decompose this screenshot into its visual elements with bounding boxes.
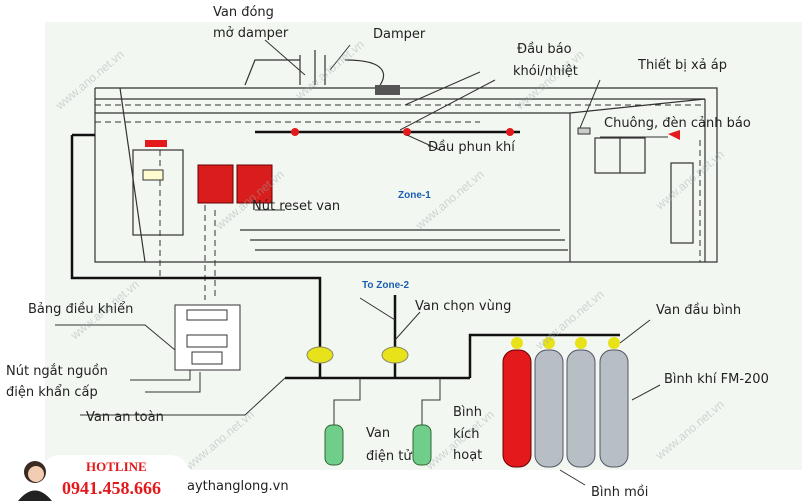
label-fm200: Bình khí FM-200 bbox=[664, 372, 769, 387]
label-damper: Damper bbox=[373, 27, 426, 42]
alarm-light-door bbox=[145, 140, 167, 147]
label-solenoid-2: điện tử bbox=[366, 449, 412, 464]
pilot-cylinder bbox=[502, 349, 532, 468]
nozzles bbox=[291, 128, 514, 136]
label-actuator-2: kích bbox=[453, 427, 480, 442]
label-selector-valve: Van chọn vùng bbox=[415, 299, 511, 314]
label-reset: Nút reset van bbox=[252, 199, 340, 214]
hotline-phone[interactable]: 0941.458.666 bbox=[62, 478, 161, 498]
label-actuator: Bình bbox=[453, 405, 482, 420]
label-safety-valve: Van an toàn bbox=[86, 410, 164, 425]
label-emergency: Nút ngắt nguồn bbox=[6, 364, 108, 379]
damper-grille bbox=[375, 85, 400, 95]
label-pressure-relief: Thiết bị xả áp bbox=[637, 58, 727, 73]
door-panel bbox=[142, 169, 164, 181]
background-panel bbox=[45, 22, 802, 470]
label-actuator-3: hoạt bbox=[453, 448, 482, 463]
control-panel-box bbox=[174, 304, 241, 371]
reset-button-box-1 bbox=[197, 164, 234, 204]
selector-valves bbox=[306, 346, 409, 364]
label-solenoid: Van bbox=[366, 426, 390, 441]
label-damper-valve-2: mở damper bbox=[213, 26, 289, 41]
label-detector-2: khói/nhiệt bbox=[513, 64, 578, 79]
cylinder-valves bbox=[511, 337, 620, 349]
label-cylinder-valve: Van đầu bình bbox=[656, 303, 741, 318]
label-pilot: Bình mồi bbox=[591, 485, 648, 500]
room-outline bbox=[94, 50, 718, 263]
label-nozzle: Đầu phun khí bbox=[428, 140, 515, 155]
hotline-banner bbox=[40, 455, 190, 501]
leader-lines bbox=[55, 39, 668, 486]
label-alarm: Chuông, đèn cảnh báo bbox=[604, 116, 751, 131]
pressure-relief-device bbox=[577, 127, 591, 135]
labels: Van đóng mở damper Damper Đầu báo khói/n… bbox=[6, 5, 769, 500]
label-zone1: Zone-1 bbox=[398, 190, 431, 201]
website-text: aythanglong.vn bbox=[187, 479, 289, 494]
hotline-title: HOTLINE bbox=[86, 459, 147, 474]
operator-avatar bbox=[18, 461, 52, 501]
label-zone2: To Zone-2 bbox=[362, 280, 409, 291]
solenoid-valves bbox=[333, 378, 441, 425]
alarm-bell-icon bbox=[668, 130, 680, 140]
label-emergency-2: điện khẩn cấp bbox=[6, 385, 98, 400]
label-damper-valve: Van đóng bbox=[213, 5, 274, 20]
label-control-panel: Bảng điều khiển bbox=[28, 302, 133, 317]
fm200-cylinders bbox=[534, 349, 629, 468]
reset-button-box-2 bbox=[236, 164, 273, 204]
label-detector: Đầu báo bbox=[517, 42, 572, 57]
main-piping bbox=[70, 133, 620, 380]
